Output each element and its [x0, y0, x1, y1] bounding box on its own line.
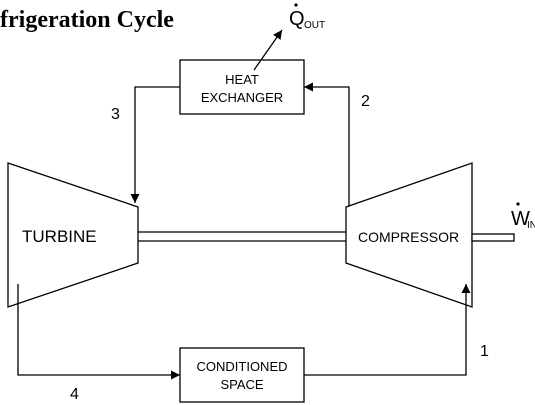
conditioned-space-label-line2: SPACE [220, 377, 263, 392]
compressor: COMPRESSOR [345, 162, 473, 308]
svg-text:OUT: OUT [304, 20, 325, 31]
state-3-label: 3 [111, 106, 120, 123]
flow-line-state-2 [304, 82, 350, 206]
heat-exchanger-label-line2: EXCHANGER [201, 90, 283, 105]
svg-text:IN: IN [527, 220, 535, 231]
heat-exchanger-label-line1: HEAT [225, 72, 259, 87]
flow-line-state-1 [304, 284, 471, 376]
heat-exchanger: HEAT EXCHANGER [179, 59, 305, 115]
heat-out-arrow [253, 29, 283, 71]
work-in-label: W IN [511, 202, 535, 231]
state-4-label: 4 [70, 386, 79, 403]
shaft [138, 231, 346, 242]
state-1-label: 1 [480, 343, 489, 360]
svg-text:Q: Q [289, 8, 305, 30]
input-shaft [471, 233, 515, 242]
heat-out-label: Q OUT [289, 3, 325, 31]
conditioned-space-label-line1: CONDITIONED [197, 359, 288, 374]
compressor-label: COMPRESSOR [358, 229, 459, 245]
turbine: TURBINE [7, 162, 139, 308]
conditioned-space: CONDITIONED SPACE [179, 347, 305, 403]
turbine-label: TURBINE [22, 227, 97, 246]
flow-line-state-4 [17, 284, 180, 380]
svg-text:W: W [511, 208, 530, 230]
state-2-label: 2 [361, 93, 370, 110]
flow-line-state-3 [130, 86, 180, 203]
diagram-title: frigeration Cycle [0, 7, 174, 33]
